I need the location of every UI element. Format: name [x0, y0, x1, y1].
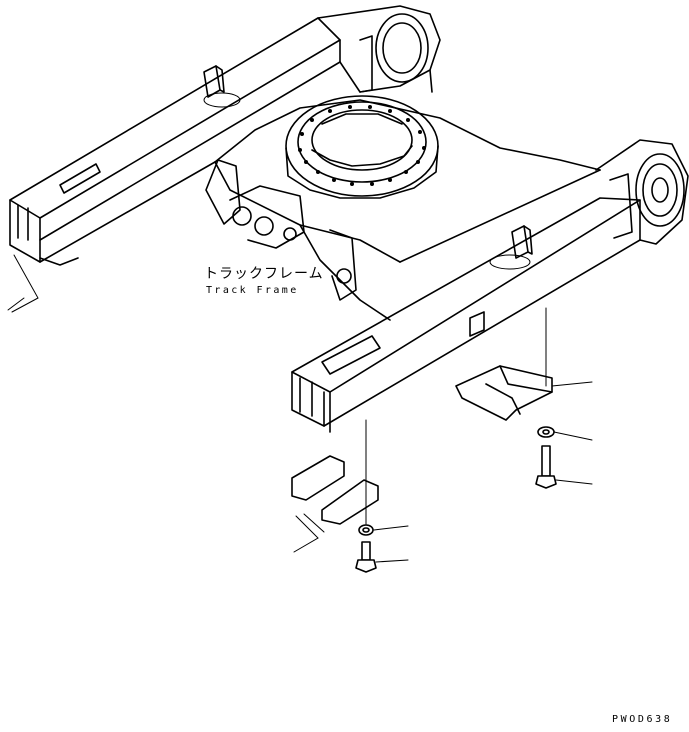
guard-shoes-left [291, 455, 379, 525]
idler-housing-right [595, 139, 689, 245]
swing-circle-bolts [298, 105, 426, 186]
right-side-rail [291, 197, 641, 433]
left-leader-lines [7, 254, 39, 313]
left-side-rail [9, 17, 341, 266]
center-lugs [205, 159, 357, 301]
swing-circle-ring [285, 95, 439, 199]
bolt-right [535, 445, 557, 489]
washer-left [358, 524, 374, 536]
guard-plate-right [455, 365, 553, 421]
leader-lines [293, 307, 593, 563]
left-rail-bracket [203, 65, 241, 108]
part-label-japanese: トラックフレーム [204, 266, 324, 282]
right-rail-bracket [489, 225, 533, 270]
idler-housing-top [317, 5, 441, 93]
drawing-code: PWOD638 [612, 714, 673, 725]
washer-right [537, 426, 555, 438]
part-label-english: Track Frame [206, 285, 299, 296]
bolt-left [355, 541, 377, 573]
